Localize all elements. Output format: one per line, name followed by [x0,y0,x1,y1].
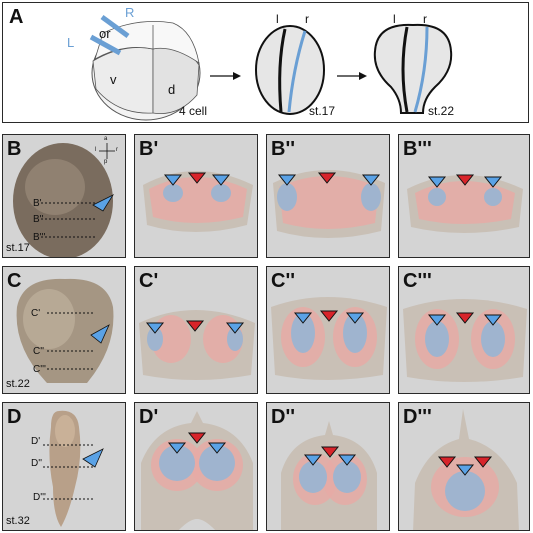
panel-c1-section: C' [134,266,258,394]
panel-a-drawing [89,14,453,121]
panel-b3-section: B''' [398,134,530,258]
plane-d1: D' [31,436,41,447]
row-c-letter: C [7,270,22,292]
panel-d-whole-embryo: D D' D'' D''' st.32 [2,402,126,531]
compass-p: p [104,159,108,165]
panel-c3-section: C''' [398,266,530,394]
label-R: R [125,5,135,20]
compass-l: l [95,147,97,153]
section-c2-label: C'' [271,270,295,292]
panel-a: A [2,2,529,123]
section-d1-label: D' [139,406,159,428]
section-c3-label: C''' [403,270,432,292]
plane-b3: B''' [33,232,46,243]
section-d2-label: D'' [271,406,295,428]
plane-c1: C' [31,308,41,319]
panel-b-whole-embryo: B B' B'' B''' st.17 a p l r [2,134,126,258]
label-v: v [110,72,117,87]
row-b-letter: B [7,138,22,160]
panel-c-whole-embryo: C C' C'' C''' st.22 [2,266,126,394]
plane-d3: D''' [33,492,46,503]
label-r-st22: r [423,12,427,26]
row-d-letter: D [7,406,22,428]
plane-b1: B' [33,198,42,209]
plane-c3: C''' [33,364,46,375]
plane-c2: C'' [33,346,45,357]
compass-a: a [104,136,108,142]
label-L: L [67,35,75,50]
caption-st22: st.22 [428,104,455,118]
caption-4cell: 4 cell [179,104,208,118]
panel-d3-section: D''' [398,402,530,531]
arrow-1 [210,72,241,80]
needle-right [100,14,130,39]
stage-c: st.22 [6,378,30,390]
st22-embryo [373,23,453,114]
panel-c2-section: C'' [266,266,390,394]
arrow-2 [337,72,367,80]
stage-d: st.32 [6,515,30,527]
section-c1-label: C' [139,270,159,292]
label-d: d [168,82,176,97]
section-b3-label: B''' [403,138,432,160]
blue-arrowhead [92,194,115,212]
panel-b2-section: B'' [266,134,390,258]
plane-d2: D'' [31,458,43,469]
label-l-st17: l [276,12,279,26]
panel-a-letter: A [9,6,24,28]
label-or: or [99,26,111,41]
needle-left [89,34,122,56]
st17-embryo [255,25,325,115]
section-b2-label: B'' [271,138,295,160]
caption-st17: st.17 [309,104,336,118]
stage-b: st.17 [6,242,30,254]
label-l-st22: l [393,12,396,26]
plane-b2: B'' [33,214,44,225]
panel-d1-section: D' [134,402,258,531]
four-cell-embryo [91,21,201,121]
label-r-st17: r [305,12,309,26]
panel-d2-section: D'' [266,402,390,531]
section-d3-label: D''' [403,406,432,428]
section-b1-label: B' [139,138,159,160]
compass-r: r [116,147,118,153]
panel-b1-section: B' [134,134,258,258]
